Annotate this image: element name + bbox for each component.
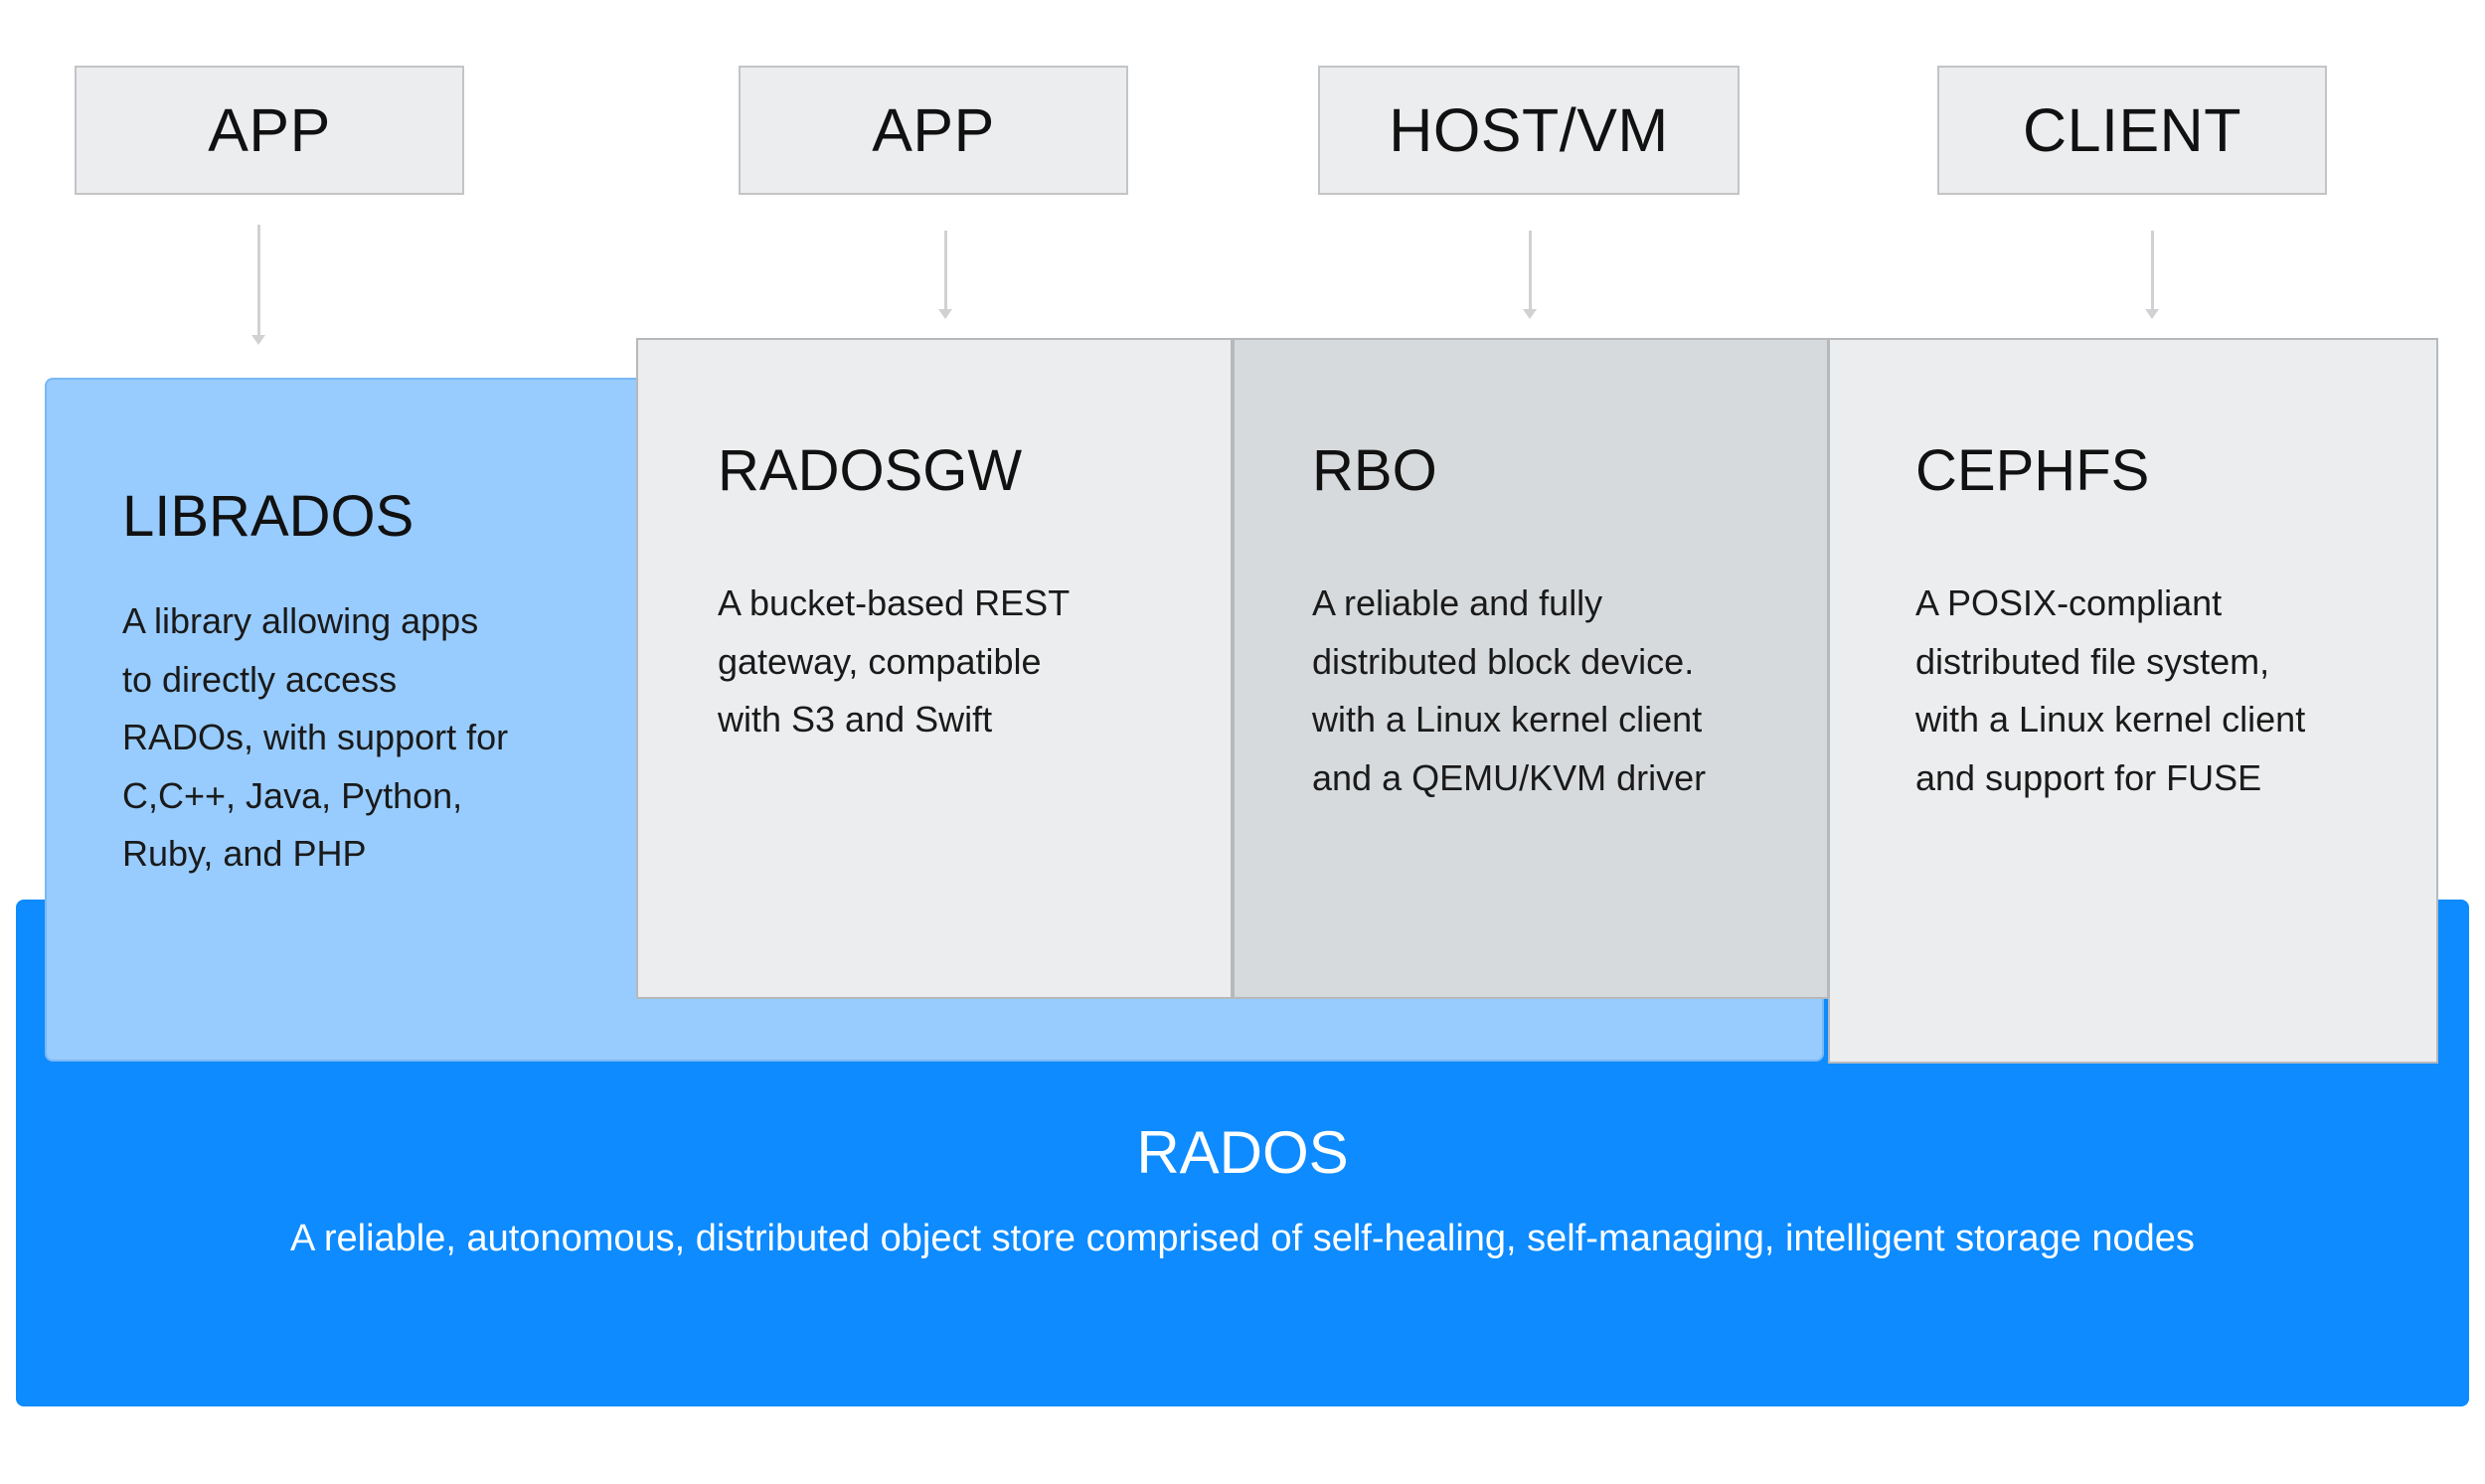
rbo-description: A reliable and fully distributed block d…	[1312, 582, 1707, 798]
client-box-app-1: APP	[75, 66, 464, 195]
cephfs-panel	[1828, 338, 2438, 1064]
client-label: HOST/VM	[1389, 96, 1669, 164]
arrow-down-icon	[2145, 231, 2159, 319]
client-label: APP	[872, 96, 995, 164]
arrow-down-icon	[251, 225, 265, 345]
cephfs-title: CEPHFS	[1915, 438, 2150, 503]
client-box-host-vm: HOST/VM	[1318, 66, 1740, 195]
arrow-down-icon	[938, 231, 952, 319]
client-label: APP	[208, 96, 331, 164]
librados-title: LIBRADOS	[122, 484, 414, 549]
rados-description: A reliable, autonomous, distributed obje…	[290, 1218, 2195, 1259]
client-box-app-2: APP	[739, 66, 1128, 195]
librados-description: A library allowing apps to directly acce…	[122, 600, 509, 874]
client-label: CLIENT	[2023, 96, 2241, 164]
radosgw-title: RADOSGW	[718, 438, 1023, 503]
radosgw-panel	[636, 338, 1233, 999]
radosgw-description: A bucket-based REST gateway, compatible …	[718, 582, 1071, 740]
rbo-panel	[1233, 338, 1829, 999]
rados-title: RADOS	[1136, 1119, 1349, 1186]
client-box-client: CLIENT	[1937, 66, 2327, 195]
cephfs-description: A POSIX-compliant distributed file syste…	[1915, 582, 2306, 798]
rbo-title: RBO	[1312, 438, 1437, 503]
arrow-down-icon	[1523, 231, 1537, 319]
